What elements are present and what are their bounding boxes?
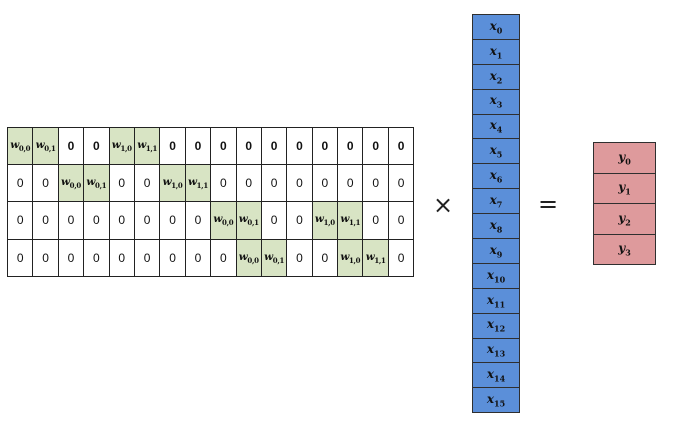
zero-cell: 0 bbox=[159, 238, 186, 277]
weight-cell: w1,0 bbox=[337, 238, 364, 277]
zero-cell: 0 bbox=[235, 164, 262, 203]
zero-cell: 0 bbox=[133, 164, 161, 203]
zero-cell: 0 bbox=[286, 164, 313, 203]
zero-cell: 0 bbox=[6, 201, 34, 240]
weight-cell: w0,0 bbox=[6, 126, 34, 166]
zero-cell: 0 bbox=[337, 164, 364, 203]
weight-cell: w0,0 bbox=[57, 164, 85, 203]
x-vector-cell: x7 bbox=[472, 188, 520, 215]
zero-cell: 0 bbox=[32, 164, 59, 203]
zero-cell: 0 bbox=[286, 238, 313, 277]
weight-cell: w1,1 bbox=[337, 201, 364, 240]
weight-cell: w0,1 bbox=[32, 126, 59, 166]
zero-cell: 0 bbox=[108, 238, 135, 277]
zero-cell: 0 bbox=[57, 201, 85, 240]
weight-cell: w1,0 bbox=[108, 126, 135, 166]
x-vector-cell: x13 bbox=[472, 337, 520, 364]
weight-cell: w0,0 bbox=[210, 201, 237, 240]
weight-cell: w1,0 bbox=[159, 164, 186, 203]
zero-cell: 0 bbox=[83, 126, 110, 166]
x-vector-cell: x4 bbox=[472, 113, 520, 140]
zero-cell: 0 bbox=[362, 164, 389, 203]
zero-cell: 0 bbox=[311, 126, 339, 166]
zero-cell: 0 bbox=[83, 201, 110, 240]
x-vector-cell: x14 bbox=[472, 362, 520, 389]
zero-cell: 0 bbox=[210, 238, 237, 277]
x-vector-cell: x9 bbox=[472, 238, 520, 264]
zero-cell: 0 bbox=[184, 201, 212, 240]
weight-cell: w0,1 bbox=[83, 164, 110, 203]
x-vector-cell: x3 bbox=[472, 88, 520, 115]
zero-cell: 0 bbox=[6, 164, 34, 203]
zero-cell: 0 bbox=[311, 238, 339, 277]
y-vector-cell: y0 bbox=[593, 142, 656, 174]
zero-cell: 0 bbox=[260, 201, 288, 240]
x-vector-cell: x6 bbox=[472, 163, 520, 190]
x-vector-cell: x5 bbox=[472, 138, 520, 165]
zero-cell: 0 bbox=[387, 126, 415, 166]
zero-cell: 0 bbox=[32, 201, 59, 240]
zero-cell: 0 bbox=[337, 126, 364, 166]
weight-cell: w1,1 bbox=[133, 126, 161, 166]
zero-cell: 0 bbox=[108, 201, 135, 240]
zero-cell: 0 bbox=[210, 164, 237, 203]
weight-cell: w0,1 bbox=[260, 238, 288, 277]
x-vector-cell: x11 bbox=[472, 287, 520, 314]
zero-cell: 0 bbox=[184, 126, 212, 166]
zero-cell: 0 bbox=[311, 164, 339, 203]
zero-cell: 0 bbox=[387, 238, 415, 277]
zero-cell: 0 bbox=[210, 126, 237, 166]
zero-cell: 0 bbox=[83, 238, 110, 277]
weight-cell: w1,1 bbox=[362, 238, 389, 277]
y-vector-cell: y2 bbox=[593, 203, 656, 235]
zero-cell: 0 bbox=[286, 126, 313, 166]
x-vector-cell: x12 bbox=[472, 312, 520, 339]
zero-cell: 0 bbox=[260, 164, 288, 203]
zero-cell: 0 bbox=[32, 238, 59, 277]
zero-cell: 0 bbox=[362, 201, 389, 240]
x-vector-cell: x1 bbox=[472, 38, 520, 65]
y-vector-cell: y1 bbox=[593, 172, 656, 204]
zero-cell: 0 bbox=[133, 238, 161, 277]
zero-cell: 0 bbox=[184, 238, 212, 277]
x-vector-cell: x0 bbox=[472, 14, 520, 40]
x-vector-cell: x15 bbox=[472, 387, 520, 414]
zero-cell: 0 bbox=[133, 201, 161, 240]
zero-cell: 0 bbox=[159, 126, 186, 166]
multiply-sign: × bbox=[433, 191, 454, 219]
zero-cell: 0 bbox=[260, 126, 288, 166]
zero-cell: 0 bbox=[108, 164, 135, 203]
x-vector-cell: x2 bbox=[472, 63, 520, 90]
zero-cell: 0 bbox=[57, 126, 85, 166]
y-vector-cell: y3 bbox=[593, 233, 656, 265]
x-vector-cell: x8 bbox=[472, 213, 520, 240]
zero-cell: 0 bbox=[387, 201, 415, 240]
zero-cell: 0 bbox=[235, 126, 262, 166]
weight-cell: w0,1 bbox=[235, 201, 262, 240]
zero-cell: 0 bbox=[57, 238, 85, 277]
equals-sign: = bbox=[538, 190, 559, 218]
zero-cell: 0 bbox=[159, 201, 186, 240]
weight-cell: w0,0 bbox=[235, 238, 262, 277]
zero-cell: 0 bbox=[387, 164, 415, 203]
zero-cell: 0 bbox=[286, 201, 313, 240]
weight-cell: w1,1 bbox=[184, 164, 212, 203]
weight-cell: w1,0 bbox=[311, 201, 339, 240]
x-vector-cell: x10 bbox=[472, 262, 520, 289]
zero-cell: 0 bbox=[362, 126, 389, 166]
zero-cell: 0 bbox=[6, 238, 34, 277]
